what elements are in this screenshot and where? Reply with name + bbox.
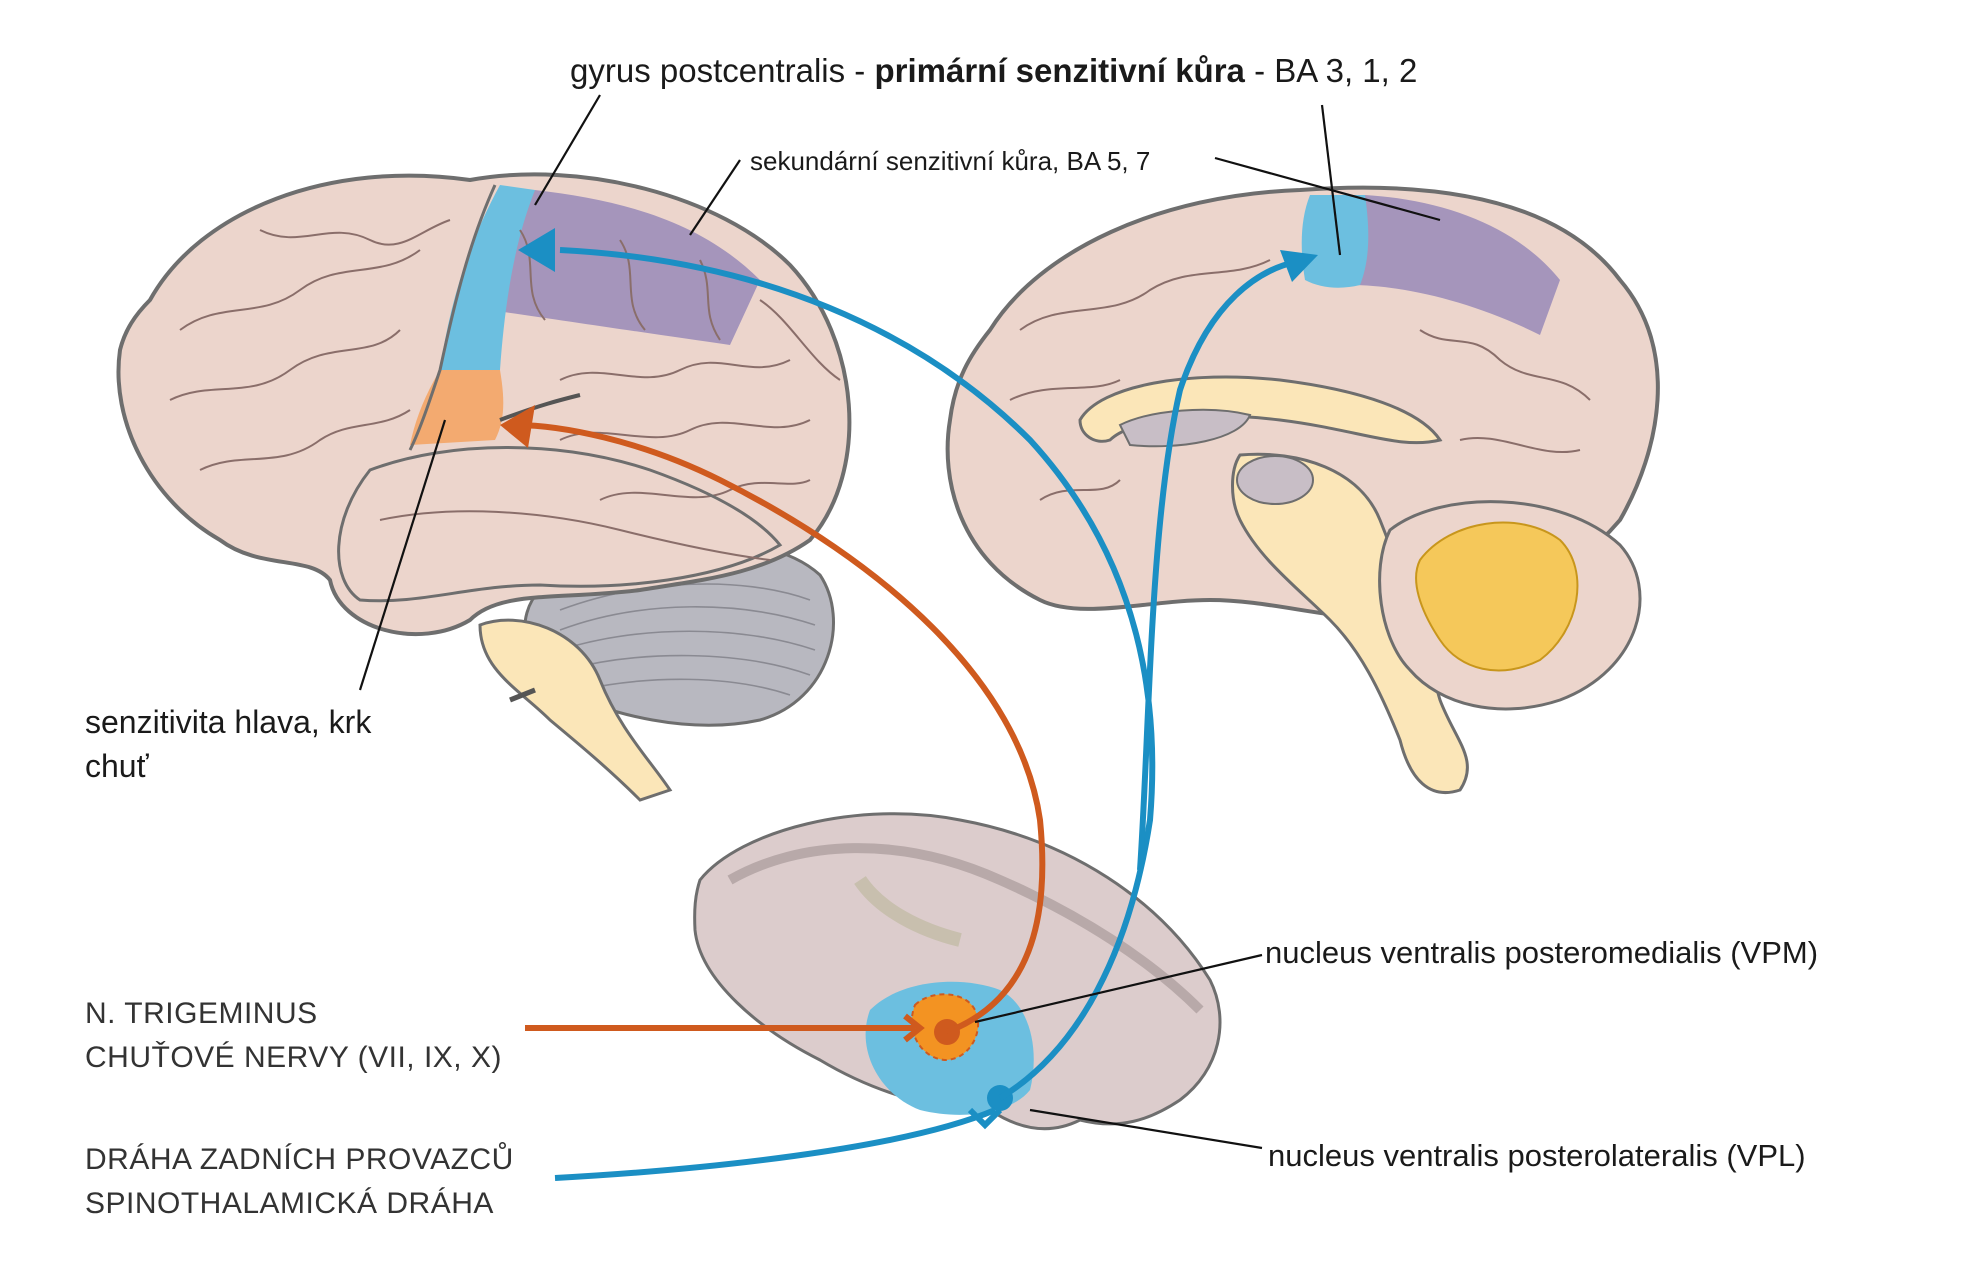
postcentral-suffix: - BA 3, 1, 2 — [1244, 52, 1418, 89]
lateral-brain — [116, 172, 852, 802]
primary-cortex-bold: primární senzitivní kůra — [874, 52, 1245, 89]
arbor-vitae — [1415, 521, 1579, 672]
vpl-label: nucleus ventralis posterolateralis (VPL) — [1268, 1138, 1806, 1173]
lateral-sulci — [169, 219, 841, 501]
medial-primary-sensory-area — [1301, 195, 1369, 288]
postcentral-prefix: gyrus postcentralis - — [570, 52, 875, 89]
vpl-to-medial-cortex-arrow — [1137, 259, 1296, 871]
postcentral-gyrus-label: gyrus postcentralis - primární senzitivn… — [570, 52, 1417, 90]
leader-lines — [358, 94, 1441, 1150]
lateral-temporal-lobe — [337, 446, 783, 603]
trigeminal-projection-arrow — [514, 422, 1046, 1035]
lateral-secondary-sensory-area — [490, 190, 760, 345]
secondary-cortex-label: sekundární senzitivní kůra, BA 5, 7 — [750, 146, 1151, 176]
pathways — [500, 228, 1318, 1181]
head-neck-line1: senzitivita hlava, krk — [85, 704, 372, 740]
trigeminus-line1: N. TRIGEMINUS — [85, 997, 318, 1030]
medial-secondary-sensory-area — [1350, 195, 1560, 335]
medial-brainstem — [1231, 452, 1469, 795]
vpm-label: nucleus ventralis posteromedialis (VPM) — [1265, 935, 1819, 970]
trigeminus-line2: CHUŤOVÉ NERVY (VII, IX, X) — [85, 1041, 502, 1074]
corpus-callosum — [1078, 375, 1443, 445]
lateral-primary-sensory-area — [440, 185, 535, 370]
pathway-line1: DRÁHA ZADNÍCH PROVAZCŮ — [85, 1143, 514, 1176]
vpl-to-lateral-cortex-arrow — [559, 247, 1156, 1101]
medial-sulci — [1009, 259, 1591, 501]
cerebellum-folia — [559, 583, 816, 696]
pathway-label: DRÁHA ZADNÍCH PROVAZCŮ SPINOTHALAMICKÁ D… — [85, 1138, 514, 1226]
dorsal-column-afferent-line — [554, 1107, 997, 1181]
medial-brain — [945, 185, 1660, 795]
head-neck-label: senzitivita hlava, krk chuť — [85, 700, 371, 788]
head-neck-line2: chuť — [85, 748, 149, 784]
trigeminus-label: N. TRIGEMINUS CHUŤOVÉ NERVY (VII, IX, X) — [85, 992, 502, 1080]
pathway-line2: SPINOTHALAMICKÁ DRÁHA — [85, 1187, 494, 1220]
